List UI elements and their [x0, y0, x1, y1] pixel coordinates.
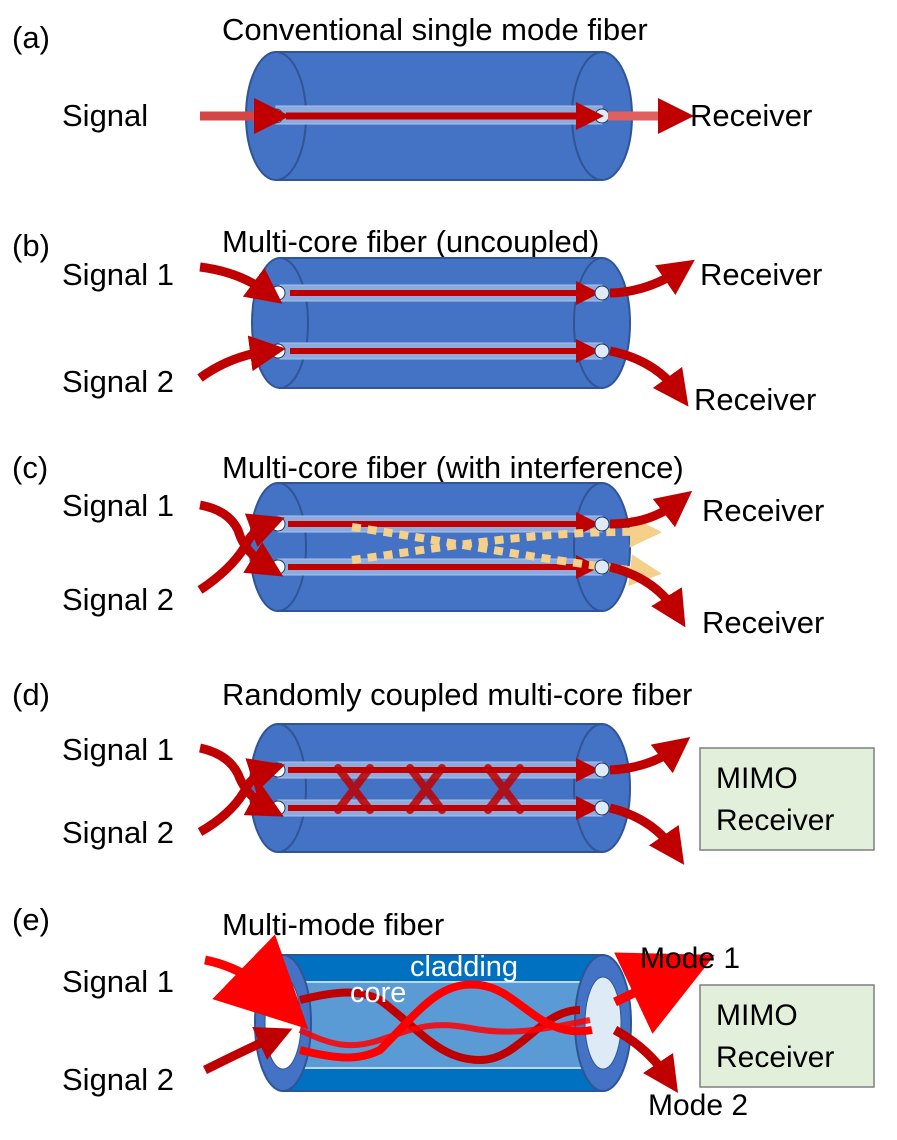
- fiber-cylinder-d: [249, 723, 631, 853]
- core-exit-d2: [594, 800, 610, 816]
- signal-arrow-out-d2: [608, 803, 685, 865]
- receiver2-label-c: Receiver: [702, 605, 824, 640]
- panel-e-tag: (e): [12, 902, 50, 937]
- panel-e: (e) Multi-mode fiber cladding core Signa…: [12, 902, 875, 1122]
- signal-arrow-in-b2: [197, 335, 286, 382]
- panel-d-title: Randomly coupled multi-core fiber: [222, 677, 692, 712]
- mimo-receiver-label-d: Receiver: [716, 804, 834, 837]
- core-exit-b2: [594, 343, 610, 359]
- receiver1-label-b: Receiver: [700, 257, 822, 292]
- coupling-cross-1b: [334, 764, 374, 814]
- signal-arrow-out-b2: [609, 346, 689, 407]
- panel-c-tag: (c): [12, 450, 48, 485]
- panel-e-title: Multi-mode fiber: [222, 907, 444, 942]
- mimo-receiver-box-e: MIMO Receiver: [699, 984, 875, 1088]
- panel-c-title: Multi-core fiber (with interference): [222, 450, 684, 485]
- signal1-label-c: Signal 1: [62, 488, 174, 523]
- signal-arrow-out-c2: [608, 562, 686, 628]
- receiver1-label-c: Receiver: [702, 493, 824, 528]
- core-label: core: [350, 977, 406, 1009]
- panel-b-tag: (b): [12, 228, 50, 263]
- signal-arrow-out-d1: [609, 737, 691, 775]
- core-entrance-d2: [270, 800, 286, 816]
- signal-arrow-in-b1: [199, 262, 283, 304]
- panel-a: (a) Conventional single mode fiber Signa…: [12, 12, 812, 181]
- receiver2-label-b: Receiver: [694, 382, 816, 417]
- mimo-label-d: MIMO: [716, 762, 798, 795]
- panel-a-tag: (a): [12, 20, 50, 55]
- mode-arrow-out-1: [613, 952, 715, 1034]
- panel-d: (d) Randomly coupled multi-core fiber Si…: [12, 677, 875, 865]
- signal2-label-e: Signal 2: [62, 1062, 174, 1097]
- signal1-label-e: Signal 1: [62, 964, 174, 999]
- panel-b-title: Multi-core fiber (uncoupled): [222, 224, 599, 259]
- core-entrance-b2: [270, 343, 286, 359]
- signal-arrow-out-b1: [609, 259, 695, 298]
- panel-a-title: Conventional single mode fiber: [222, 12, 648, 47]
- mode-path-mixed: [298, 1017, 591, 1049]
- core-entrance-c1: [270, 516, 286, 532]
- signal2-label-b: Signal 2: [62, 364, 174, 399]
- signal-arrow-in-d1: [198, 743, 284, 817]
- signal1-label-b: Signal 1: [62, 257, 174, 292]
- panel-d-tag: (d): [12, 677, 50, 712]
- signal-arrow-in-e1: [204, 934, 309, 1030]
- signal2-label-d: Signal 2: [62, 815, 174, 850]
- core-exit-d1: [594, 762, 610, 778]
- fiber-cylinder-b: [251, 257, 631, 389]
- coupling-cross-3b: [484, 764, 524, 814]
- mode-arrow-out-2: [612, 1026, 678, 1093]
- signal1-label-d: Signal 1: [62, 732, 174, 767]
- fiber-cylinder-c: [249, 482, 631, 612]
- core-entrance-c2: [270, 559, 286, 575]
- panel-c: (c) Multi-core fiber (with interference)…: [12, 450, 824, 640]
- interference-crosstalk-up: [351, 515, 662, 564]
- signal-arrow-in-d2: [197, 758, 286, 836]
- core-entrance-d1: [270, 762, 286, 778]
- random-coupling-crosses: [334, 764, 524, 814]
- core-entrance-b1: [270, 285, 286, 301]
- signal-arrow-in-c1: [199, 500, 284, 577]
- core-exit-a: [594, 108, 610, 124]
- receiver-label-a: Receiver: [690, 98, 812, 133]
- coupling-cross-2b: [406, 764, 446, 814]
- signal-label-a: Signal: [62, 98, 148, 133]
- mimo-receiver-label-e: Receiver: [716, 1041, 834, 1074]
- core-exit-b1: [594, 285, 610, 301]
- core-face-exit: [584, 976, 622, 1070]
- mode2-label: Mode 2: [648, 1089, 748, 1122]
- mimo-label-e: MIMO: [716, 999, 798, 1032]
- mode1-label: Mode 1: [640, 942, 740, 975]
- mode-path-bright: [299, 980, 593, 1062]
- signal2-label-c: Signal 2: [62, 582, 174, 617]
- cladding-label: cladding: [410, 951, 518, 983]
- signal-arrow-in-c2: [197, 513, 285, 594]
- core-exit-c1: [594, 516, 610, 532]
- core-exit-c2: [594, 559, 610, 575]
- panel-b: (b) Multi-core fiber (uncoupled) Signal …: [12, 224, 822, 417]
- mimo-receiver-box-d: MIMO Receiver: [699, 747, 875, 851]
- signal-arrow-out-c1: [609, 490, 693, 529]
- signal-arrow-in-e2: [202, 1027, 293, 1075]
